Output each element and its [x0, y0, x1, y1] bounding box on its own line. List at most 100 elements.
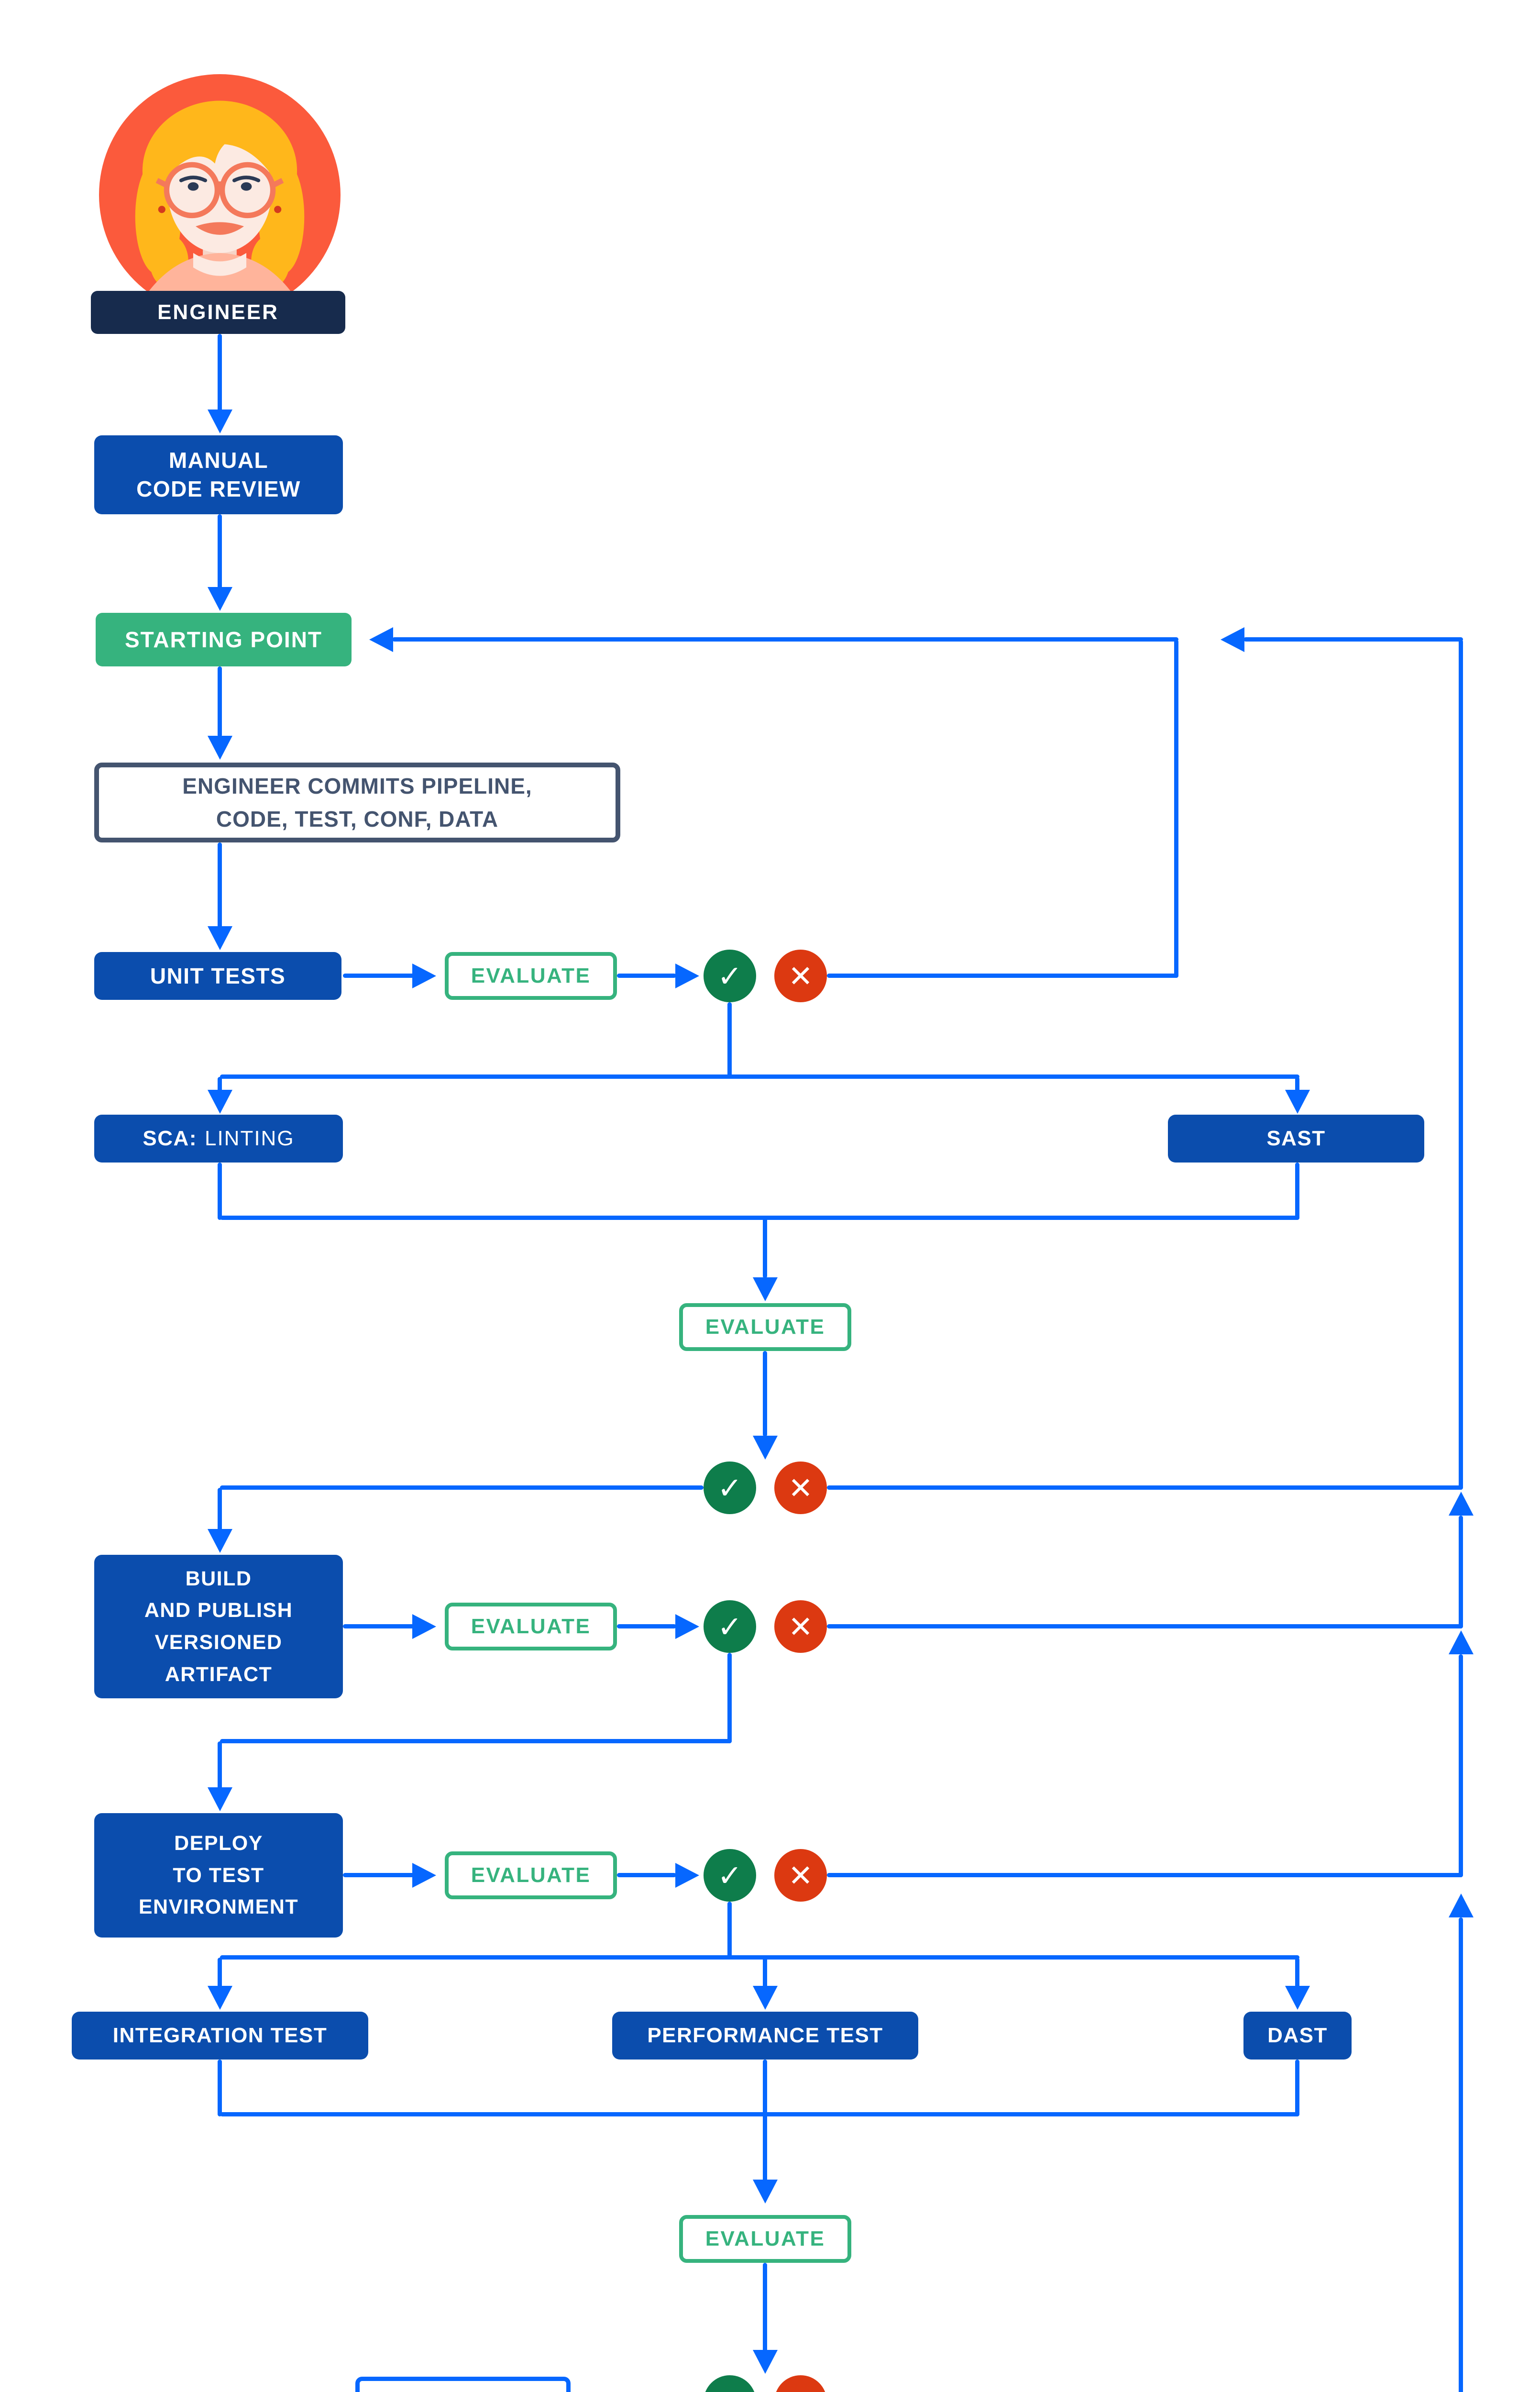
starting-point-label: STARTING POINT [124, 627, 323, 652]
x-icon: ✕ [774, 1462, 827, 1514]
arrow-right-icon [675, 1614, 699, 1639]
node-sast: SAST [1168, 1115, 1424, 1163]
connector-line [218, 1163, 222, 1220]
connector-line [218, 334, 222, 413]
node-evaluate-tests: EVALUATE [679, 2215, 851, 2263]
node-dast: DAST [1243, 2012, 1352, 2060]
arrow-down-icon [208, 587, 232, 611]
connector-line [218, 842, 222, 929]
x-icon: ✕ [774, 2375, 827, 2392]
next-phase-label: NEXT PHASE [395, 2390, 530, 2392]
arrow-up-icon [1449, 1894, 1474, 1917]
avatar-bangs [165, 117, 275, 181]
connector-line [220, 1074, 1299, 1079]
connector-line [1459, 640, 1463, 1490]
node-evaluate-build: EVALUATE [445, 1603, 617, 1650]
arrow-down-icon [208, 410, 232, 433]
evaluate-label: EVALUATE [471, 1615, 591, 1638]
evaluate-label: EVALUATE [471, 1863, 591, 1887]
connector-line [343, 974, 414, 978]
x-icon: ✕ [774, 950, 827, 1002]
check-icon: ✓ [704, 950, 756, 1002]
check-glyph: ✓ [717, 1470, 742, 1506]
connector-line [763, 2060, 767, 2182]
connector-line [218, 666, 222, 737]
connector-line [1459, 1917, 1463, 2392]
node-engineer-label: ENGINEER [157, 300, 279, 324]
connector-line [727, 1002, 732, 1079]
connector-line [617, 974, 676, 978]
node-unit-tests: UNIT TESTS [94, 952, 341, 1000]
evaluate-label: EVALUATE [705, 1315, 825, 1339]
arrow-down-icon [208, 1986, 232, 2010]
connector-line [1295, 1077, 1299, 1092]
x-glyph: ✕ [788, 2384, 813, 2392]
connector-line [218, 2060, 222, 2116]
arrow-down-icon [208, 926, 232, 950]
connector-line [1295, 1163, 1299, 1220]
node-integration-test: INTEGRATION TEST [72, 2012, 368, 2060]
node-evaluate-deploy: EVALUATE [445, 1851, 617, 1899]
connector-line [1459, 1516, 1463, 1628]
arrow-right-icon [675, 963, 699, 988]
connector-line [343, 1624, 414, 1628]
node-engineer: ENGINEER [91, 291, 345, 334]
build-artifact-line1: BUILD [185, 1567, 252, 1590]
dast-label: DAST [1267, 2024, 1328, 2047]
evaluate-label: EVALUATE [705, 2227, 825, 2250]
arrow-right-icon [675, 1863, 699, 1888]
arrow-down-icon [753, 1436, 778, 1460]
arrow-down-icon [753, 1277, 778, 1301]
avatar-eyebrows [179, 176, 261, 182]
node-evaluate-unit-tests: EVALUATE [445, 952, 617, 1000]
connector-line [763, 1218, 767, 1278]
node-evaluate-sca-sast: EVALUATE [679, 1303, 851, 1351]
x-glyph: ✕ [788, 1609, 813, 1644]
arrow-up-icon [1449, 1630, 1474, 1654]
sca-prefix: SCA: [143, 1127, 197, 1150]
avatar-earring-left [158, 206, 165, 213]
build-artifact-line4: ARTIFACT [165, 1662, 273, 1686]
connector-line [218, 1077, 222, 1092]
arrow-down-icon [753, 1986, 778, 2010]
node-build-artifact: BUILD AND PUBLISH VERSIONED ARTIFACT [94, 1555, 343, 1698]
integration-test-label: INTEGRATION TEST [112, 2024, 328, 2047]
arrow-left-icon [369, 627, 393, 652]
connector-line [617, 1873, 676, 1877]
connector-line [1459, 1654, 1463, 1877]
avatar-glasses-icon [155, 162, 284, 219]
connector-line [218, 1488, 222, 1531]
connector-line [727, 1653, 732, 1743]
engineer-avatar [99, 74, 341, 316]
manual-code-review-line1: MANUAL [168, 447, 269, 473]
sast-label: SAST [1266, 1127, 1326, 1150]
connector-line [1295, 1958, 1299, 1988]
x-glyph: ✕ [788, 1470, 813, 1506]
deploy-line3: ENVIRONMENT [138, 1895, 299, 1919]
node-starting-point: STARTING POINT [96, 613, 352, 666]
arrow-right-icon [412, 1614, 436, 1639]
connector-line [827, 1873, 1463, 1877]
connector-line [763, 1958, 767, 1988]
arrow-right-icon [412, 963, 436, 988]
connector-line [220, 2112, 1299, 2116]
x-glyph: ✕ [788, 958, 813, 994]
arrow-right-icon [412, 1863, 436, 1888]
node-next-phase: NEXT PHASE [355, 2377, 571, 2392]
connector-line [1295, 2060, 1299, 2116]
connector-line [218, 1741, 222, 1789]
node-deploy-test-env: DEPLOY TO TEST ENVIRONMENT [94, 1813, 343, 1938]
connector-line [220, 1216, 1299, 1220]
connector-line [392, 637, 1178, 642]
avatar-earring-right [274, 206, 282, 213]
check-icon: ✓ [704, 1462, 756, 1514]
build-artifact-line3: VERSIONED [154, 1631, 283, 1654]
unit-tests-label: UNIT TESTS [150, 963, 286, 988]
connector-line [220, 1485, 704, 1490]
connector-line [218, 514, 222, 589]
connector-line [827, 1485, 1463, 1490]
deploy-line2: TO TEST [173, 1863, 264, 1887]
connector-line [827, 1624, 1463, 1628]
connector-line [1174, 640, 1178, 978]
